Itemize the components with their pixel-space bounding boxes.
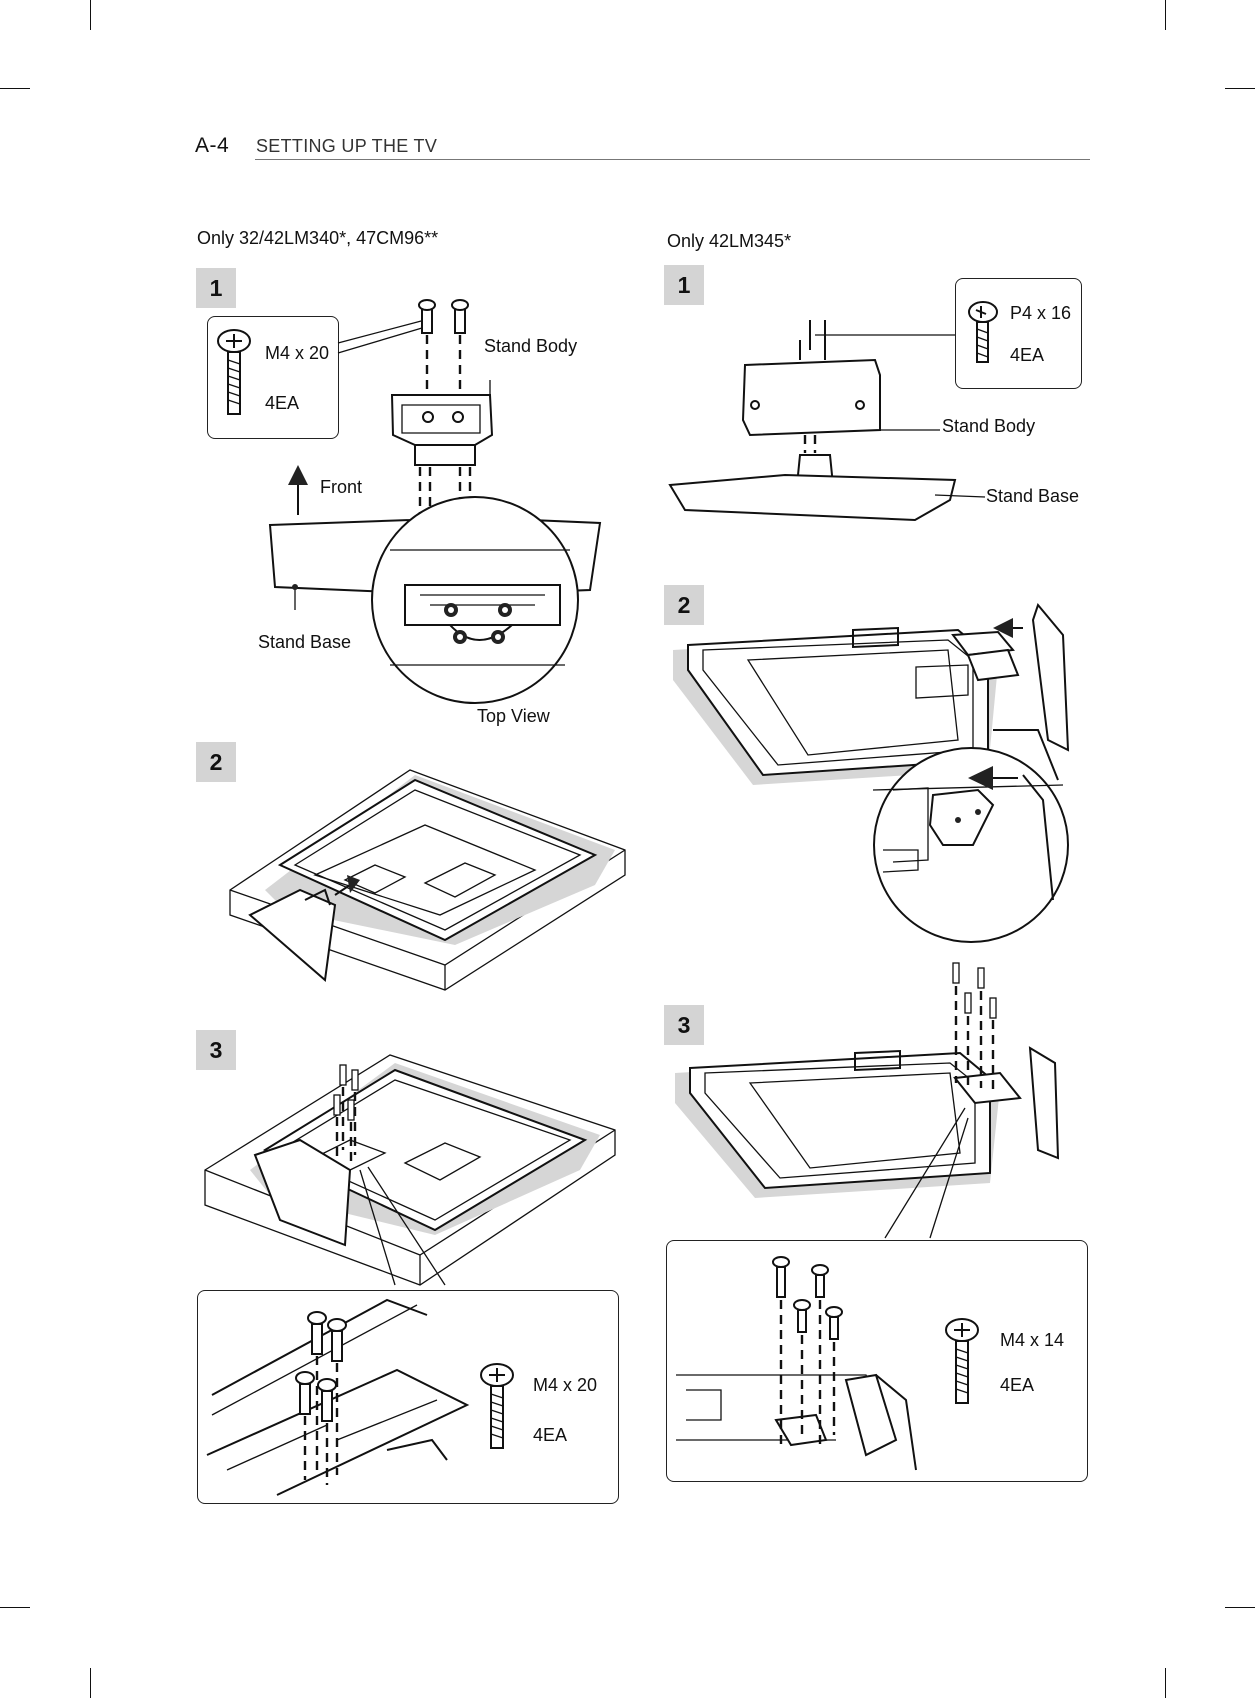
screw-icon (480, 1363, 514, 1449)
crop-mark (0, 88, 30, 89)
screw-icon (945, 1318, 979, 1404)
crop-mark (1225, 1607, 1255, 1608)
right-step-3-badge: 3 (664, 1005, 704, 1045)
crop-mark (90, 0, 91, 30)
right-step-1-illustration (668, 320, 986, 522)
crop-mark (1165, 1668, 1166, 1698)
right-stand-base-label: Stand Base (986, 486, 1080, 506)
left-step-3-screw-size: M4 x 20 (533, 1375, 598, 1395)
left-step-3-detail-illustration (206, 1298, 470, 1496)
right-stand-body-label: Stand Body (942, 416, 1036, 436)
right-step-1-badge: 1 (664, 265, 704, 305)
right-column-title: Only 42LM345* (667, 231, 792, 251)
left-step-3-screw-qty: 4EA (533, 1425, 568, 1445)
left-step-1-badge: 1 (196, 268, 236, 308)
crop-mark (90, 1668, 91, 1698)
right-step-3-detail-illustration (676, 1256, 917, 1471)
left-stand-base-label: Stand Base (258, 632, 352, 652)
screw-icon (968, 301, 998, 363)
right-step-1-screw-size: P4 x 16 (1010, 303, 1072, 323)
right-step-3-illustration (675, 962, 1060, 1239)
page-number: A-4 (195, 134, 230, 157)
screw-icon (217, 329, 251, 415)
left-top-view-label: Top View (477, 706, 550, 726)
right-step-2-badge: 2 (664, 585, 704, 625)
section-title: SETTING UP THE TV (256, 136, 438, 156)
left-step-3-badge: 3 (196, 1030, 236, 1070)
right-step-1-screw-qty: 4EA (1010, 345, 1045, 365)
left-step-3-illustration (204, 1054, 616, 1286)
right-step-2-illustration (673, 602, 1070, 943)
right-step-3-screw-size: M4 x 14 (1000, 1330, 1065, 1350)
left-stand-body-label: Stand Body (484, 336, 578, 356)
left-step-1-screw-size: M4 x 20 (265, 343, 330, 363)
left-step-2-badge: 2 (196, 742, 236, 782)
left-front-label: Front (320, 477, 363, 497)
right-step-3-screw-qty: 4EA (1000, 1375, 1035, 1395)
crop-mark (0, 1607, 30, 1608)
left-step-3-detail-box (197, 1290, 619, 1504)
header-rule (255, 159, 1090, 160)
left-step-1-screw-qty: 4EA (265, 393, 300, 413)
crop-mark (1165, 0, 1166, 30)
left-step-1-illustration (268, 299, 602, 704)
left-step-2-illustration (229, 769, 626, 991)
crop-mark (1225, 88, 1255, 89)
left-column-title: Only 32/42LM340*, 47CM96** (197, 228, 439, 248)
